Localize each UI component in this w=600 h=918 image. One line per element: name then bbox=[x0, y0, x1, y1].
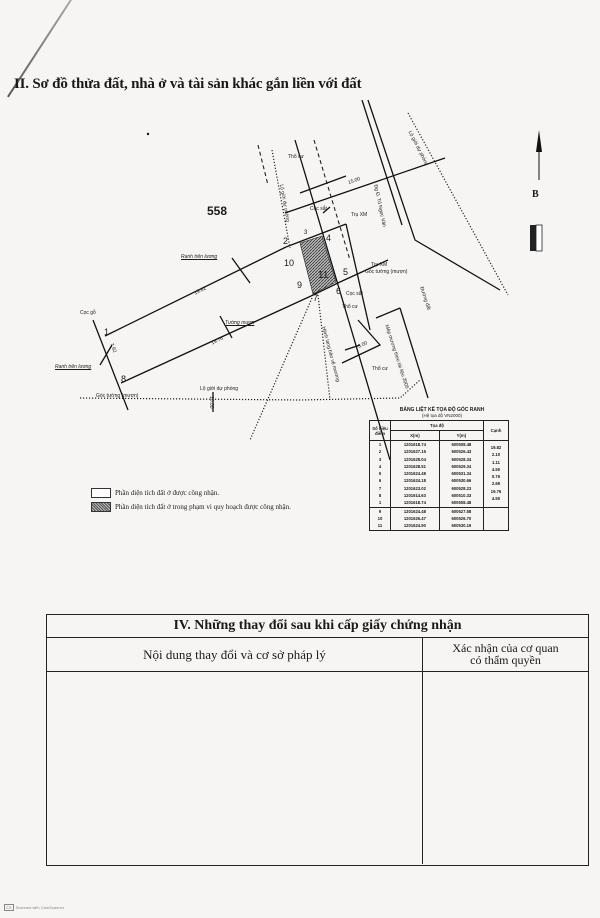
header-point: Số hiệu điểm bbox=[369, 420, 391, 441]
map-legend: Phần diện tích đất ở được công nhận. Phầ… bbox=[91, 486, 291, 514]
label-tuong-muon: Tường mượn bbox=[225, 320, 255, 326]
point-9: 9 bbox=[297, 280, 303, 290]
point-5: 5 bbox=[343, 267, 349, 277]
point-10: 10 bbox=[284, 258, 295, 268]
north-label: B bbox=[532, 189, 539, 200]
label-ranh-tren-luong: Ranh trên lương bbox=[181, 254, 218, 260]
header-y: Y(m) bbox=[438, 430, 485, 441]
label-goc-tuong-muon: Góc tường (mượn) bbox=[365, 269, 408, 275]
legend-item-recognized: Phần diện tích đất ở được công nhận. bbox=[91, 486, 291, 500]
cadastral-map: 558 B 1 2 3 4 5 6 7 8 9 10 11 Thổ cư Thổ… bbox=[0, 100, 600, 500]
map-lines bbox=[79, 100, 543, 461]
legend-item-planning: Phần diện tích đất ở trong phạm vi quy h… bbox=[91, 500, 291, 514]
label-coc-sat: Cọc sắt bbox=[310, 206, 327, 212]
scanner-watermark: CS Scanned with CamScanner bbox=[4, 904, 64, 911]
changes-table: IV. Những thay đổi sau khi cấp giấy chứn… bbox=[46, 614, 589, 866]
point-7: 7 bbox=[313, 293, 319, 303]
label-goc-tuong-muon: Góc tường (mượn) bbox=[96, 393, 139, 399]
confirmation-cell bbox=[423, 672, 588, 864]
header-edge: Cạnh bbox=[483, 420, 509, 441]
label-tho-cu: Thổ cư bbox=[372, 366, 388, 372]
changes-content-cell bbox=[47, 672, 423, 864]
dim-bottom-road: 10.00 bbox=[208, 396, 214, 409]
header-x: X(m) bbox=[390, 430, 440, 441]
column-header-confirmation: Xác nhận của cơ quan có thẩm quyền bbox=[452, 641, 559, 667]
coordinates-subtitle: (Hệ tọa độ VN2000) bbox=[421, 413, 463, 418]
hatched-planning-area bbox=[299, 235, 337, 295]
label-tru-xm: Trụ XM bbox=[371, 262, 388, 268]
label-tho-cu: Thổ cư bbox=[342, 304, 358, 310]
label-coc-sat: Cọc sắt bbox=[346, 291, 363, 297]
camscanner-icon: CS bbox=[4, 904, 14, 911]
label-lo-gioi-du-phong: Lộ giới dự phòng bbox=[200, 386, 239, 392]
coordinates-table: BẢNG LIỆT KÊ TỌA ĐỘ GÓC RANH (Hệ tọa độ … bbox=[369, 407, 515, 531]
parcel-number: 558 bbox=[207, 204, 228, 218]
label-ranh-tren-luong: Ranh trên lương bbox=[55, 364, 92, 370]
point-3: 3 bbox=[304, 230, 308, 236]
header-coord: Tọa độ bbox=[390, 420, 484, 431]
plain-swatch-icon bbox=[91, 488, 111, 498]
changes-title: IV. Những thay đổi sau khi cấp giấy chứn… bbox=[47, 615, 588, 638]
point-8: 8 bbox=[121, 374, 127, 384]
point-11: 11 bbox=[318, 270, 329, 281]
section-title: II. Sơ đồ thửa đất, nhà ở và tài sản khá… bbox=[14, 76, 362, 92]
coordinates-title: BẢNG LIỆT KÊ TỌA ĐỘ GÓC RANH bbox=[399, 407, 485, 413]
point-4: 4 bbox=[326, 233, 332, 243]
point-2: 2 bbox=[283, 236, 289, 246]
label-coc-go: Cọc gỗ bbox=[80, 310, 96, 316]
label-tru-xm: Trụ XM bbox=[351, 212, 368, 218]
column-header-content: Nội dung thay đổi và cơ sở pháp lý bbox=[47, 638, 423, 671]
watermark-text: Scanned with CamScanner bbox=[15, 905, 65, 910]
point-6: 6 bbox=[336, 286, 342, 296]
point-1: 1 bbox=[104, 327, 110, 337]
legend-label: Phần diện tích đất ở trong phạm vi quy h… bbox=[115, 503, 291, 511]
hatched-swatch-icon bbox=[91, 502, 111, 512]
col-edge-extra bbox=[483, 506, 509, 531]
label-tho-cu: Thổ cư bbox=[288, 154, 304, 160]
legend-label: Phần diện tích đất ở được công nhận. bbox=[115, 489, 220, 497]
